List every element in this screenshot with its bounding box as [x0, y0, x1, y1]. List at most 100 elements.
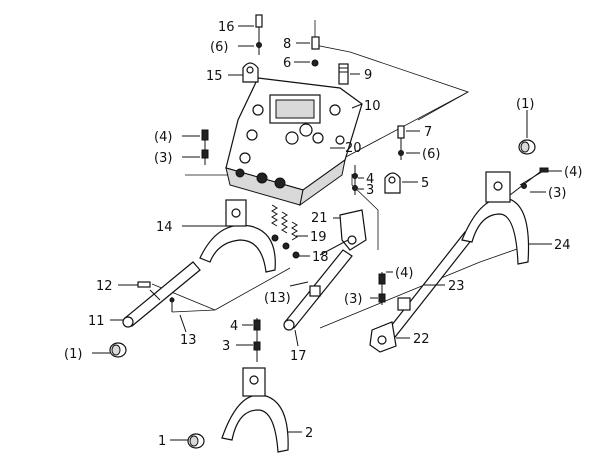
fork-14 [199, 199, 276, 273]
callout-10: 10 [364, 99, 381, 114]
fork-24 [461, 171, 541, 265]
callout-12: 12 [96, 279, 113, 294]
cover-window-inner [275, 99, 315, 119]
lug-21 [319, 209, 367, 256]
shaft-11 [122, 261, 201, 328]
callout-4-paren-lower: (4) [395, 266, 413, 281]
cover-bolt-hole [329, 104, 341, 116]
callout-5: 5 [421, 176, 429, 191]
washer-6c [398, 150, 404, 156]
cover-bolt-hole [252, 104, 264, 116]
ring-1-bottom [187, 433, 205, 449]
spring [271, 204, 278, 227]
callout-6-paren: (6) [210, 40, 228, 55]
callout-20: 20 [345, 141, 362, 156]
callout-3-mid: 3 [366, 183, 374, 198]
callout-4-mid: 4 [366, 172, 374, 187]
plug-9 [338, 63, 349, 85]
bolt-lower-4-3 [253, 318, 261, 362]
cover-bolt-hole [246, 129, 258, 141]
callout-7: 7 [424, 125, 432, 140]
callout-3-paren-lower: (3) [344, 292, 362, 307]
shaft-11-body [124, 261, 201, 327]
callout-4-lower: 4 [230, 319, 238, 334]
cover-bolt-hole [239, 152, 251, 164]
washer-6 [311, 59, 319, 67]
callout-21: 21 [311, 211, 328, 226]
callout-22: 22 [413, 332, 430, 347]
outline-upper-inner [417, 91, 469, 121]
pin-12 [137, 281, 151, 288]
cover-bore [235, 168, 245, 178]
fork-24-body [461, 197, 530, 265]
shaft-17 [283, 249, 353, 331]
lug-22 [369, 321, 397, 353]
bolt-7-head [397, 125, 405, 139]
plug-9-body [338, 63, 349, 85]
cover-side-face [299, 158, 346, 207]
pin-13b [309, 285, 321, 297]
callout-23: 23 [448, 279, 465, 294]
callout-24: 24 [554, 238, 571, 253]
cover-bore [256, 172, 268, 184]
cover-bolt-hole [335, 135, 345, 145]
spring [291, 221, 298, 241]
callout-11: 11 [88, 314, 105, 329]
callout-4-paren-right: (4) [564, 165, 582, 180]
pin-13 [169, 297, 175, 312]
leader-lines [92, 25, 562, 441]
outline-mid [351, 174, 379, 250]
bolt-8-head [311, 36, 320, 50]
outline-lower-left [214, 267, 291, 311]
callout-6-paren-right: (6) [422, 147, 440, 162]
callout-13: 13 [180, 333, 197, 348]
callout-19: 19 [310, 230, 327, 245]
ring-1-left [109, 342, 127, 358]
callout-3-paren-right: (3) [548, 186, 566, 201]
cover-bolt-hole [285, 131, 299, 145]
bolt-16-head [255, 14, 263, 28]
callout-14: 14 [156, 220, 173, 235]
bolt-7 [397, 125, 405, 160]
bracket-15 [242, 62, 259, 83]
fork-14-body [199, 224, 276, 273]
ball-18 [292, 251, 300, 259]
bolt-left-4-3 [201, 129, 209, 165]
springs-19 [271, 204, 300, 259]
bolt-right-4-3 [378, 272, 386, 305]
cover-bolt-hole [312, 132, 324, 144]
callout-9: 9 [364, 68, 372, 83]
washer-6a [256, 42, 262, 48]
ball-18 [282, 242, 290, 250]
callout-1: 1 [158, 434, 166, 449]
callout-labels: 16 (6) 8 6 9 15 10 (4) (3) 7 (6) 20 4 3 … [64, 20, 582, 449]
callout-1-paren-left: (1) [64, 347, 82, 362]
callout-1-paren-right: (1) [516, 97, 534, 112]
cover-housing [225, 77, 363, 207]
fork-2 [221, 367, 289, 453]
ball-18 [271, 234, 279, 242]
stud-20 [352, 165, 358, 195]
cover-bore [274, 177, 286, 189]
fork-2-body [221, 394, 289, 453]
pin-right-4-3 [519, 167, 549, 189]
pin-12-body [137, 281, 151, 288]
callout-18: 18 [312, 250, 329, 265]
spring [281, 211, 288, 234]
lug-21-body [339, 209, 367, 251]
callout-4-paren-left: (4) [154, 130, 172, 145]
callout-2: 2 [305, 426, 313, 441]
outline-lower-right [319, 247, 521, 329]
bolt-8 [311, 36, 320, 67]
callout-3-lower: 3 [222, 339, 230, 354]
callout-13-paren: (13) [264, 291, 291, 306]
bolt-16 [255, 14, 263, 55]
cover-bolt-hole [299, 123, 313, 137]
bracket-5 [384, 172, 401, 194]
callout-16: 16 [218, 20, 235, 35]
ring-1-right [518, 139, 536, 155]
callout-15: 15 [206, 69, 223, 84]
callout-8: 8 [283, 37, 291, 52]
